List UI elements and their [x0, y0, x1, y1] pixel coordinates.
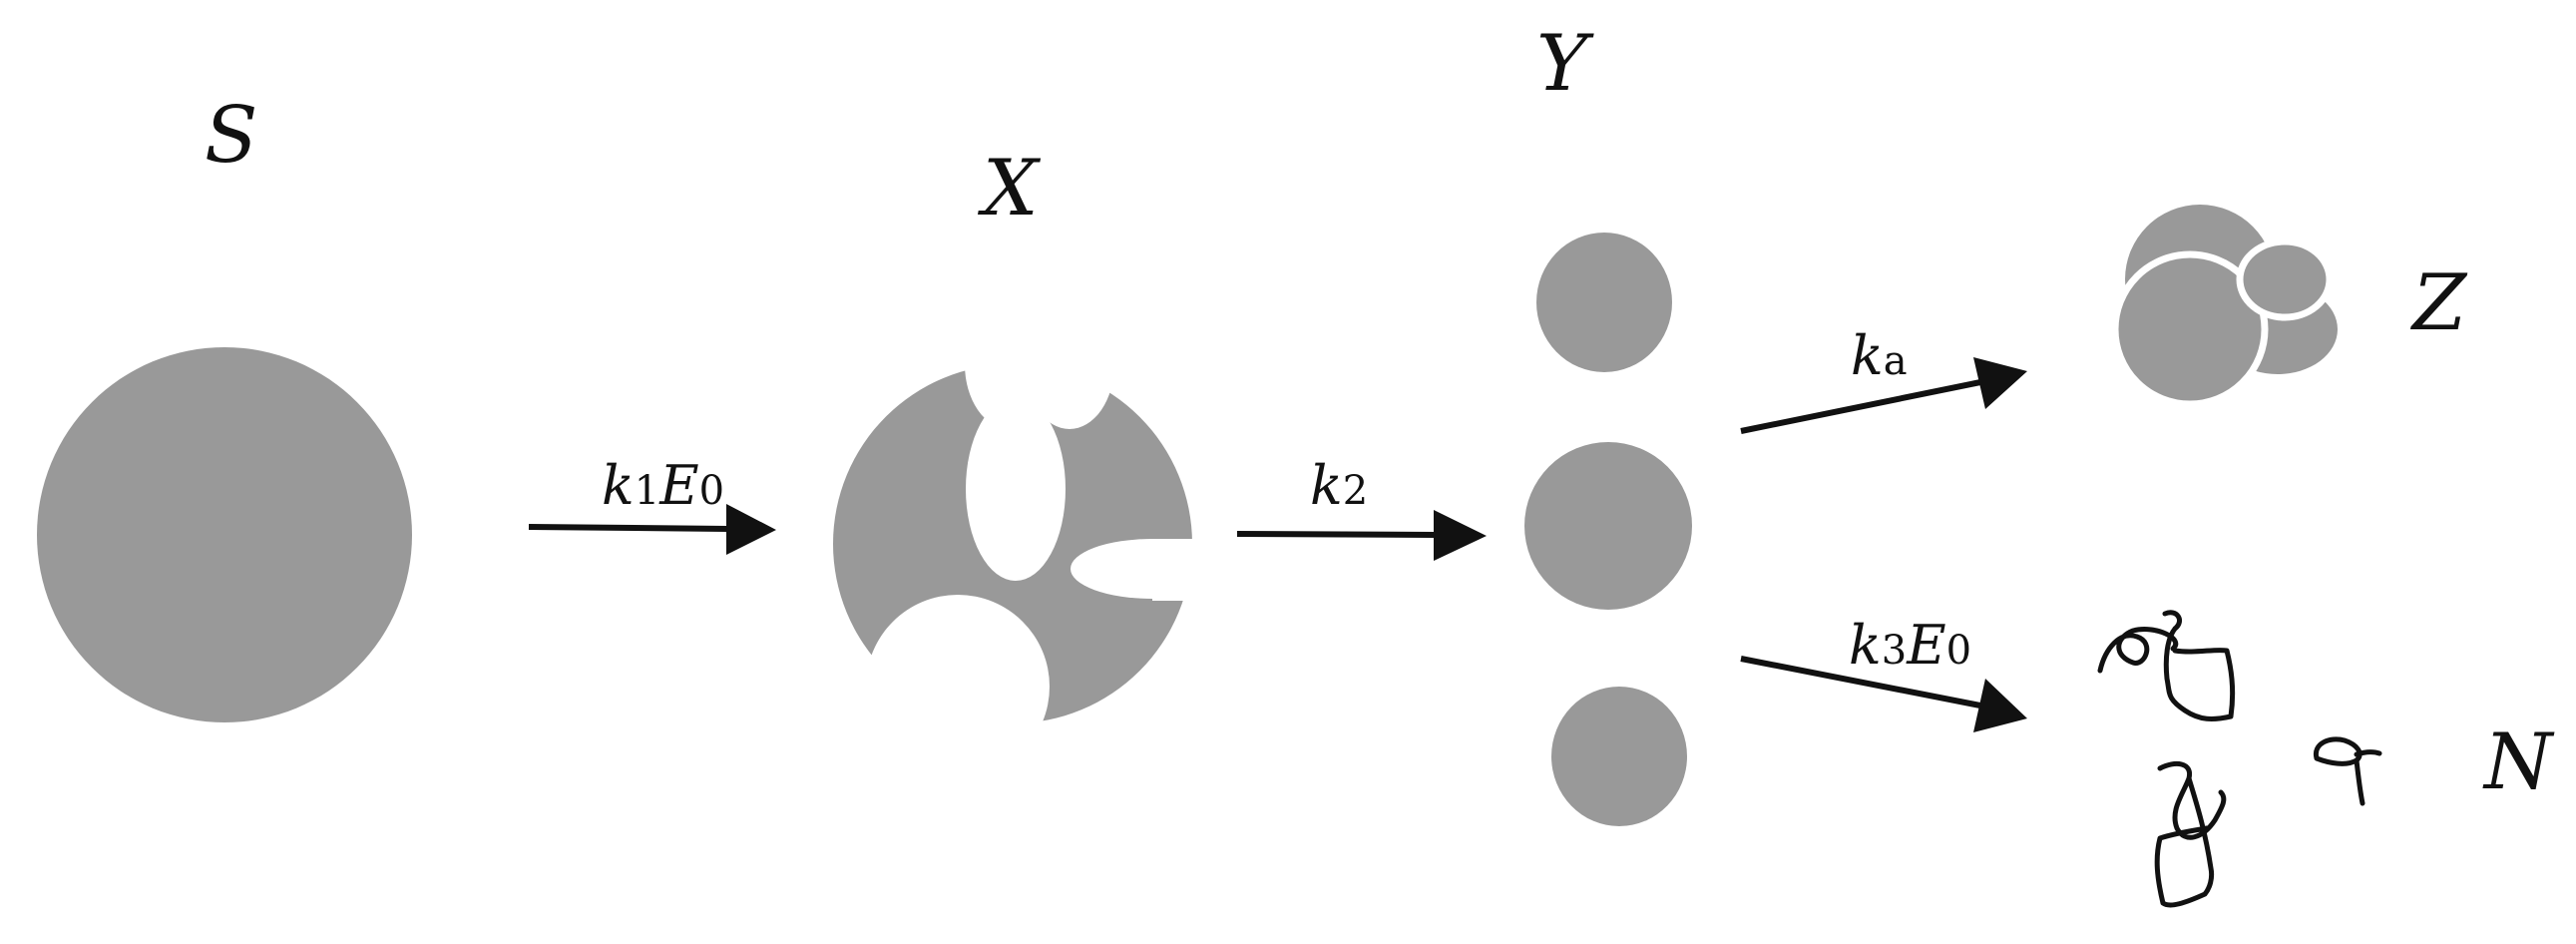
rate-factor-index: 0 [1946, 628, 1971, 674]
unfolded-chain-top [2097, 610, 2236, 721]
cluster-particle-small [2236, 237, 2334, 321]
node-label-y: Y [1536, 19, 1594, 109]
node-label-s: S [205, 91, 257, 181]
rate-index: 3 [1882, 628, 1907, 674]
arrow-shaft [1740, 378, 1986, 434]
arrow-y-to-n: k3E0 [1740, 614, 2027, 732]
rate-symbol: k [1851, 324, 1884, 387]
arrow-head [1973, 357, 2027, 409]
arrow-head [1434, 510, 1487, 561]
rate-label-k3e0: k3E0 [1849, 614, 1971, 677]
arrow-shaft [1236, 531, 1438, 538]
rate-label-k1e0: k1E0 [602, 454, 724, 517]
arrow-shaft [1740, 656, 1986, 709]
rate-index: a [1884, 338, 1908, 384]
rate-symbol: k [602, 454, 635, 517]
node-z: Z [2111, 205, 2468, 408]
arrow-s-to-x: k1E0 [528, 454, 776, 555]
rate-factor-index: 0 [699, 468, 724, 514]
rate-index: 1 [635, 468, 659, 514]
unfolded-chain-small [2313, 736, 2382, 806]
rate-symbol: k [1849, 614, 1882, 677]
unfolded-chain-bottom [2154, 760, 2227, 908]
node-s: S [37, 91, 412, 722]
arrow-shaft [528, 524, 729, 532]
rate-factor: E [1906, 614, 1945, 677]
node-label-z: Z [2409, 258, 2468, 348]
intermediate-particle [833, 364, 1192, 723]
arrow-y-to-z: ka [1740, 324, 2027, 434]
node-n: N [2097, 610, 2555, 908]
fragment-particle-middle [1524, 442, 1692, 610]
rate-symbol: k [1310, 454, 1343, 517]
arrow-head [726, 504, 776, 555]
fragment-particle-top [1536, 233, 1672, 372]
rate-index: 2 [1343, 468, 1368, 514]
arrow-head [1973, 679, 2027, 732]
fragment-particle-bottom [1551, 687, 1687, 826]
node-y: Y [1524, 19, 1692, 826]
rate-factor: E [658, 454, 698, 517]
arrow-x-to-y: k2 [1236, 454, 1487, 561]
node-label-x: X [977, 144, 1042, 234]
node-x: X [833, 144, 1192, 723]
node-label-n: N [2482, 717, 2555, 807]
rate-label-ka: ka [1851, 324, 1908, 387]
substrate-particle [37, 347, 412, 722]
rate-label-k2: k2 [1310, 454, 1368, 517]
cluster-particle-front [2111, 250, 2269, 408]
